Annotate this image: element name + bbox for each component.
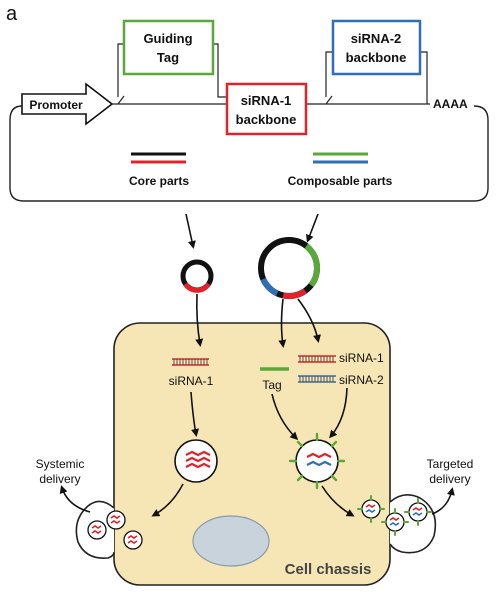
guiding-tag-line1: Guiding (143, 31, 192, 46)
panel-label: a (6, 3, 18, 25)
budding-targeted (357, 494, 437, 554)
construct-panel: Promoter Guiding Tag siRNA-1 backbone si… (9, 19, 489, 202)
sirna2-right (298, 375, 336, 383)
legend-core: Core parts (129, 152, 189, 188)
vesicle-tagged (288, 432, 346, 490)
promoter-arrow: Promoter (21, 82, 114, 126)
plasmid-simple (180, 259, 214, 293)
construct-frame (9, 105, 489, 202)
vesicle-untargeted (174, 439, 218, 483)
budding-vesicle-1 (357, 495, 385, 523)
legend-composable: Composable parts (288, 152, 393, 188)
arrow-systemic (59, 485, 91, 513)
sirna1-backbone-box: siRNA-1 backbone (225, 82, 308, 136)
budding-vesicle-3 (404, 498, 432, 526)
sirna1-backbone-line1: siRNA-1 (241, 93, 292, 108)
arrow-to-plasmid-left (185, 213, 196, 249)
polya-label: AAAA (433, 97, 468, 111)
sirna2-backbone-line1: siRNA-2 (351, 31, 402, 46)
targeted-line1: Targeted (427, 457, 474, 471)
sirna1-right (298, 355, 336, 363)
sirna2-backbone-box: siRNA-2 backbone (331, 19, 422, 76)
sirna1-left (172, 358, 209, 366)
targeted-line2: delivery (429, 472, 470, 486)
tag-label: Tag (262, 378, 281, 392)
systemic-line2: delivery (39, 472, 80, 486)
cell-chassis-label: Cell chassis (285, 561, 372, 578)
legend-composable-label: Composable parts (288, 174, 393, 188)
promoter-label: Promoter (29, 98, 83, 112)
guiding-tag-line2: Tag (157, 50, 179, 65)
nucleus (192, 515, 270, 567)
budding-systemic (75, 500, 143, 559)
arrow-targeted (431, 487, 455, 515)
sirna1-backbone-line2: backbone (236, 112, 297, 127)
sirna1-left-label: siRNA-1 (169, 374, 214, 388)
sirna1-right-label: siRNA-1 (339, 351, 384, 365)
sirna2-backbone-line2: backbone (346, 50, 407, 65)
guiding-tag-box: Guiding Tag (122, 19, 215, 76)
legend-core-label: Core parts (129, 174, 189, 188)
sirna2-right-label: siRNA-2 (339, 373, 384, 387)
budding-vesicle-2 (381, 508, 409, 536)
systemic-line1: Systemic (36, 457, 85, 471)
arrow-to-plasmid-right (306, 213, 319, 243)
plasmid-composite (258, 237, 320, 299)
cell-body (113, 322, 391, 586)
